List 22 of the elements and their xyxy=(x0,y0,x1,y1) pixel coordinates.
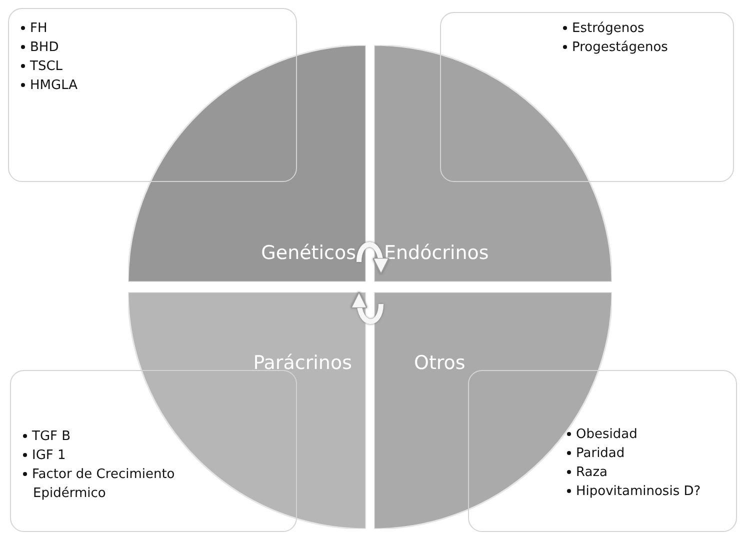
factor-card xyxy=(440,12,734,182)
factor-card xyxy=(468,370,737,532)
bullet-item: Estrógenos xyxy=(572,21,644,36)
bullet-item: FH xyxy=(30,21,48,36)
quadrant-label: Otros xyxy=(414,352,466,374)
bullet-item: Raza xyxy=(576,465,608,480)
bullet-item: Hipovitaminosis D? xyxy=(576,484,701,499)
bullet-item: IGF 1 xyxy=(32,448,66,463)
bullet-item: TGF B xyxy=(32,429,71,444)
bullet-item: Obesidad xyxy=(576,427,638,442)
bullet-item: BHD xyxy=(30,40,59,55)
factor-card xyxy=(8,8,297,182)
bullet-item: Factor de Crecimiento Epidérmico xyxy=(32,467,175,501)
bullet-item: HMGLA xyxy=(30,78,78,93)
quadrant-label: Parácrinos xyxy=(253,352,352,374)
bullet-item: Paridad xyxy=(576,446,625,461)
quadrant-label: Genéticos xyxy=(261,242,356,264)
factor-card xyxy=(10,370,297,532)
bullet-item: Progestágenos xyxy=(572,40,668,55)
bullet-item: TSCL xyxy=(30,59,63,74)
cycle-arrow xyxy=(350,291,384,324)
quadrant-label: Endócrinos xyxy=(384,242,489,264)
